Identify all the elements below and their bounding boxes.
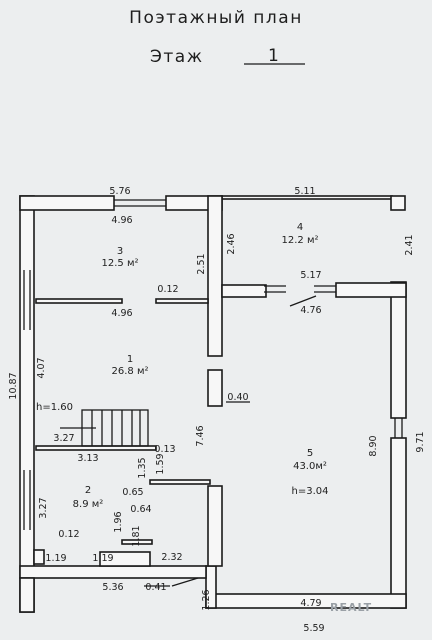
room-5-number: 5 [307,448,313,459]
dim-r1-small: 0.40 [227,392,248,403]
dimension-lines [144,295,317,587]
dim-r3-small: 0.12 [157,284,178,295]
dim-r2-g: 0.12 [58,529,79,540]
dim-overall-bottom: 5.59 [303,623,324,634]
dim-r2-bottom: 5.36 [102,582,123,593]
windows [23,199,403,530]
dim-r2-b: 1.59 [155,453,166,474]
room-5-area: 43.0м² [293,461,327,472]
dim-r5-right: 9.71 [415,431,426,452]
dim-r5-top: 4.76 [300,305,321,316]
floor-label: Этаж [150,47,204,67]
dim-stair-b: 3.13 [77,453,98,464]
room-5-height: h=3.04 [292,486,329,497]
dim-r2-c: 0.65 [122,487,143,498]
dim-r2-h: 1.19 [45,553,66,564]
room-2-number: 2 [85,485,91,496]
dimension-labels-vertical: 2.51 2.46 2.41 10.87 4.07 7.46 8.90 9.71… [8,233,426,610]
interior-walls [33,195,407,567]
dim-r2-e: 1.96 [113,511,124,532]
dim-r5-bottom: 4.79 [300,598,321,609]
dim-r4-left: 2.46 [226,233,237,254]
watermark: REALT [330,601,372,614]
room-2-area: 8.9 м² [73,499,104,510]
dim-r2-j: 2.32 [161,552,182,563]
dim-r3-bottom: 4.96 [111,308,132,319]
dim-r3-top: 4.96 [111,215,132,226]
room-4-number: 4 [297,222,303,233]
dim-r4-bottom: 5.17 [300,270,321,281]
staircase [60,409,149,447]
floor-number: 1 [268,46,280,66]
dim-r1-left: 4.07 [36,357,47,378]
room-3-number: 3 [117,246,123,257]
dim-r2-a: 1.35 [137,457,148,478]
room-3-area: 12.5 м² [102,258,139,269]
dim-stair-c: 0.13 [154,444,175,455]
stair-height: h=1.60 [36,402,73,413]
room-1-area: 26.8 м² [112,366,149,377]
dim-r4-right: 2.41 [404,234,415,255]
room-4-area: 12.2 м² [282,235,319,246]
dim-r2-i: 1.19 [92,553,113,564]
dim-r2-f: 1.81 [131,525,142,546]
dimension-labels: 5.76 5.11 4.96 4.96 0.12 5.17 4.76 0.40 … [45,186,324,634]
dim-r2-k: 0.41 [145,582,166,593]
dim-stair-a: 3.27 [53,433,74,444]
dim-top-left: 5.76 [109,186,130,197]
dim-left-total: 10.87 [8,372,19,399]
dim-r2-left: 3.27 [38,497,49,518]
dim-r5-left: 8.90 [368,435,379,456]
dim-corridor-width: 1.26 [201,589,212,610]
room-1-number: 1 [127,354,133,365]
dim-r2-d: 0.64 [130,504,151,515]
plan-title: Поэтажный план [129,8,303,28]
dim-r1-right: 7.46 [195,425,206,446]
dim-r3-right: 2.51 [196,253,207,274]
dim-top-right: 5.11 [294,186,315,197]
